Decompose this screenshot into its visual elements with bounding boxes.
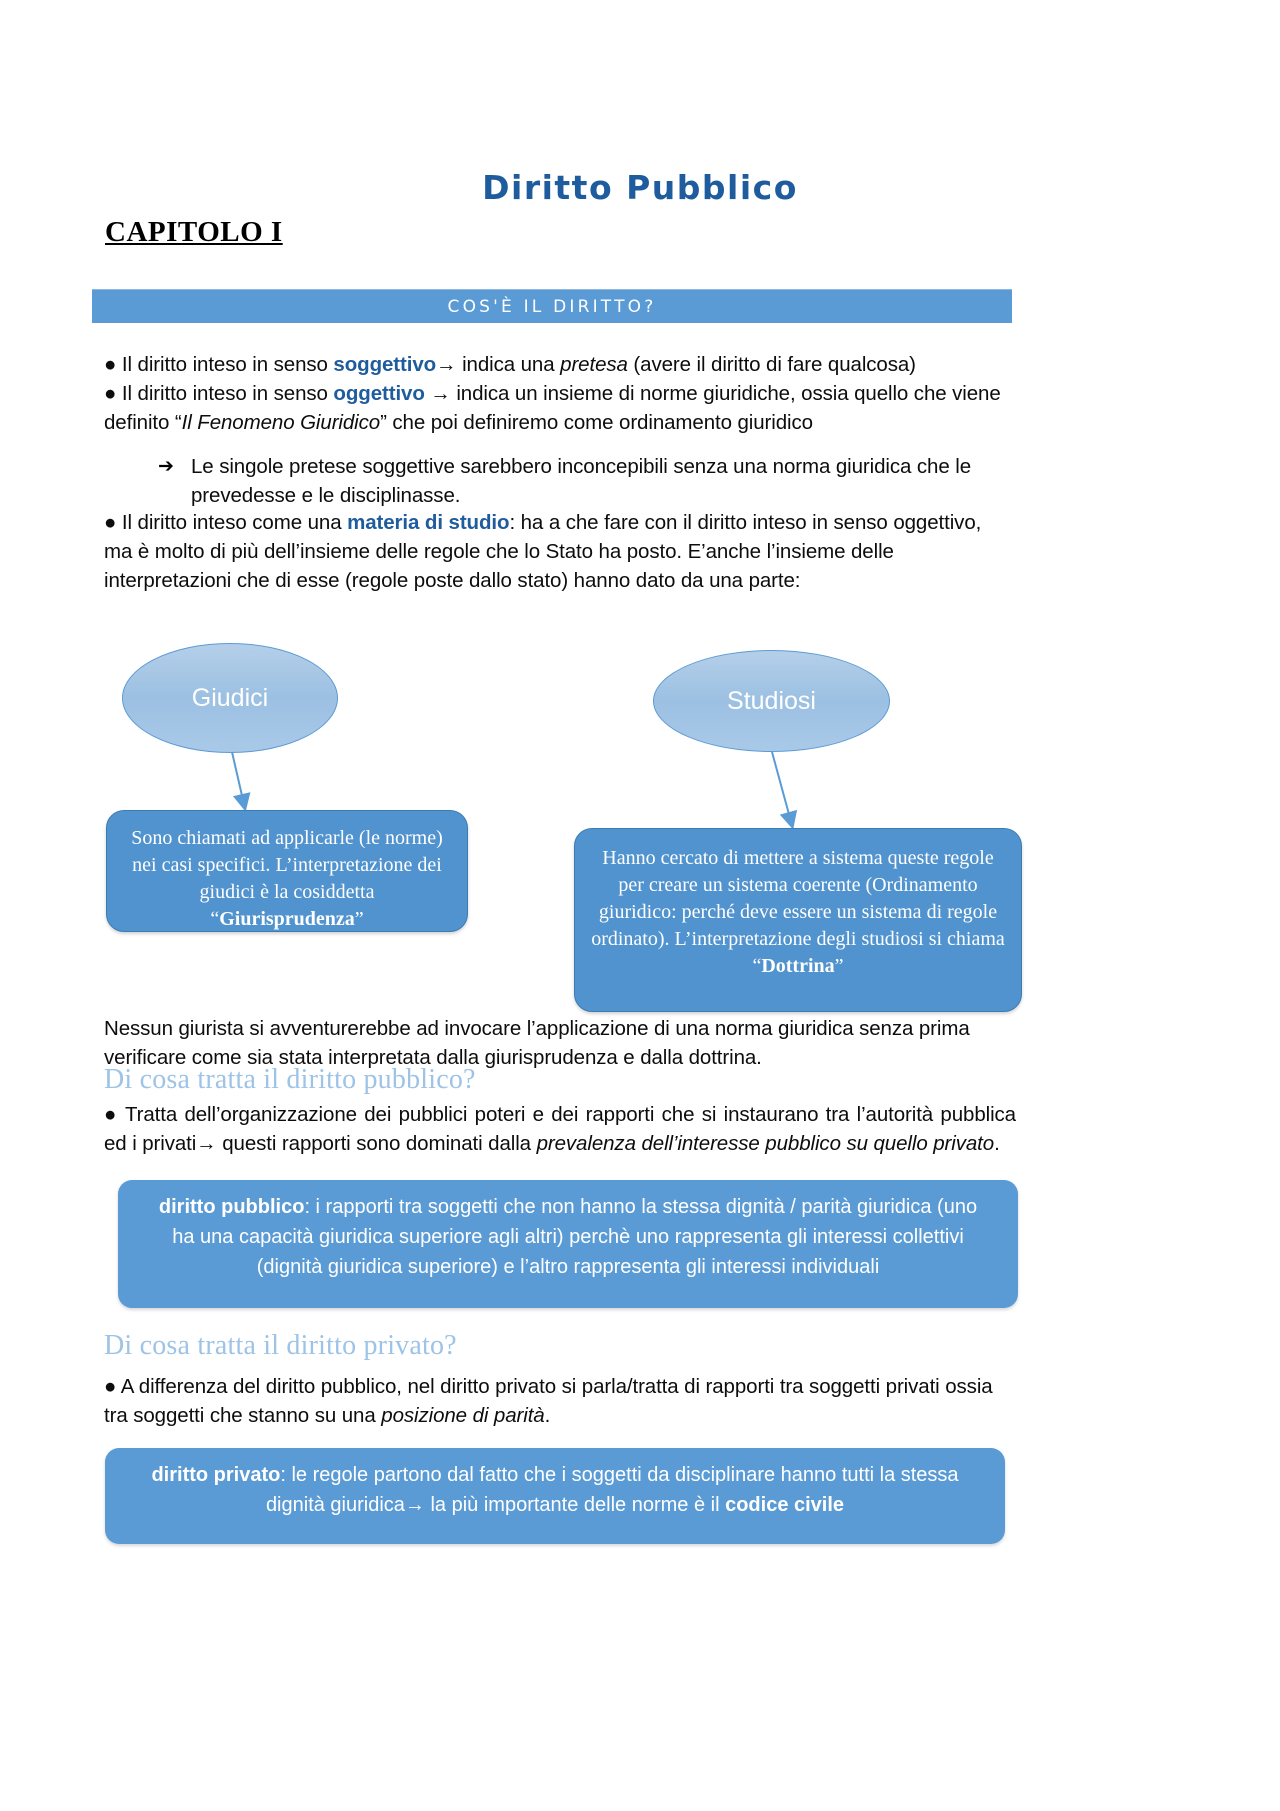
p1-line1-post: (avere il diritto di fare qualcosa) bbox=[627, 353, 916, 376]
defbox-privato-term2: codice civile bbox=[725, 1494, 845, 1516]
callout-studiosi-bold: Dottrina bbox=[761, 955, 835, 977]
p1-line2-post: → indica un insieme di norme giuridiche,… bbox=[104, 382, 1001, 434]
p1-line2-italic: Il Fenomeno Giuridico bbox=[181, 411, 381, 434]
ellipse-studiosi-label: Studiosi bbox=[727, 686, 816, 715]
page-title: Diritto Pubblico bbox=[482, 168, 798, 207]
defbox-pubblico-text: : i rapporti tra soggetti che non hanno … bbox=[172, 1196, 978, 1278]
section-banner-label: COS'È IL DIRITTO? bbox=[447, 296, 657, 317]
p1-line2-pre: Il diritto inteso in senso bbox=[116, 382, 334, 405]
chapter-heading: CAPITOLO I bbox=[105, 216, 283, 248]
p5-italic: posizione di parità bbox=[381, 1404, 545, 1427]
callout-giudici-line2: L’interpretazione dei giudici è la cosid… bbox=[199, 854, 442, 930]
p1-line1-bold: soggettivo bbox=[333, 353, 437, 376]
section-banner: COS'È IL DIRITTO? bbox=[92, 289, 1012, 323]
arrow-giudici-icon bbox=[231, 751, 251, 812]
callout-giudici-bold: Giurisprudenza bbox=[219, 908, 355, 930]
definition-box-diritto-pubblico: diritto pubblico: i rapporti tra soggett… bbox=[118, 1180, 1018, 1308]
p1-line2-bold: oggettivo bbox=[333, 382, 425, 405]
sub-bullet-text: Le singole pretese soggettive sarebbero … bbox=[191, 455, 972, 507]
paragraph-diritto-pubblico: ● Tratta dell’organizzazione dei pubblic… bbox=[104, 1100, 1016, 1158]
heading-diritto-privato: Di cosa tratta il diritto privato? bbox=[104, 1330, 457, 1361]
callout-giudici: Sono chiamati ad applicarle (le norme) n… bbox=[106, 810, 468, 932]
p1-line1-italic: pretesa bbox=[560, 353, 628, 376]
bullet-icon: ● bbox=[104, 1103, 119, 1126]
diagram-interpretazioni: Giudici Studiosi Sono chiamati ad applic… bbox=[0, 610, 1280, 1030]
heading-diritto-pubblico: Di cosa tratta il diritto pubblico? bbox=[104, 1064, 476, 1095]
ellipse-studiosi: Studiosi bbox=[653, 650, 890, 752]
callout-studiosi: Hanno cercato di mettere a sistema quest… bbox=[574, 828, 1022, 1012]
paragraph-diritto-privato: ● A differenza del diritto pubblico, nel… bbox=[104, 1372, 1014, 1430]
defbox-privato-term: diritto privato bbox=[151, 1464, 281, 1486]
p1-line2-tail: ” che poi definiremo come ordinamento gi… bbox=[380, 411, 813, 434]
callout-studiosi-line2: L’interpretazione degli studiosi si chia… bbox=[674, 928, 1005, 977]
p4-post: . bbox=[994, 1132, 1000, 1155]
bullet-icon: ● bbox=[104, 353, 117, 376]
definition-box-diritto-privato: diritto privato: le regole partono dal f… bbox=[105, 1448, 1005, 1544]
callout-giudici-line3: ” bbox=[354, 908, 364, 930]
paragraph-materia-di-studio: ● Il diritto inteso come una materia di … bbox=[104, 508, 1014, 595]
callout-studiosi-line3: ” bbox=[834, 955, 844, 977]
p1-line1-pre: Il diritto inteso in senso bbox=[116, 353, 334, 376]
bullet-icon: ● bbox=[104, 511, 117, 534]
p5-post: . bbox=[544, 1404, 551, 1427]
bullet-icon: ● bbox=[104, 1375, 117, 1398]
p2-pre: Il diritto inteso come una bbox=[116, 511, 348, 534]
arrow-bullet-icon: ➔ bbox=[158, 455, 174, 477]
defbox-pubblico-term: diritto pubblico bbox=[158, 1196, 305, 1218]
defbox-privato-text: : le regole partono dal fatto che i sogg… bbox=[265, 1464, 959, 1516]
ellipse-giudici: Giudici bbox=[122, 643, 338, 753]
p4-pre: Tratta dell’organizzazione dei pubblici … bbox=[104, 1103, 1016, 1155]
bullet-icon: ● bbox=[104, 382, 117, 405]
p4-italic: prevalenza dell’interesse pubblico su qu… bbox=[536, 1132, 995, 1155]
paragraph-definitions: ● Il diritto inteso in senso soggettivo→… bbox=[104, 350, 1014, 437]
ellipse-giudici-label: Giudici bbox=[191, 683, 269, 712]
paragraph-nessun-giurista: Nessun giurista si avventurerebbe ad inv… bbox=[104, 1017, 970, 1069]
diagram-arrows bbox=[231, 751, 798, 830]
p2-bold: materia di studio bbox=[347, 511, 510, 534]
callout-giudici-line1: Sono chiamati ad applicarle (le norme) n… bbox=[131, 827, 443, 876]
p5-pre: A differenza del diritto pubblico, nel d… bbox=[104, 1375, 993, 1427]
callout-studiosi-line1: Hanno cercato di mettere a sistema quest… bbox=[591, 847, 998, 950]
p1-line1-mid: → indica una bbox=[436, 353, 561, 376]
arrow-studiosi-icon bbox=[771, 751, 798, 830]
p2-post: : ha a che fare con il diritto inteso in… bbox=[104, 511, 982, 592]
